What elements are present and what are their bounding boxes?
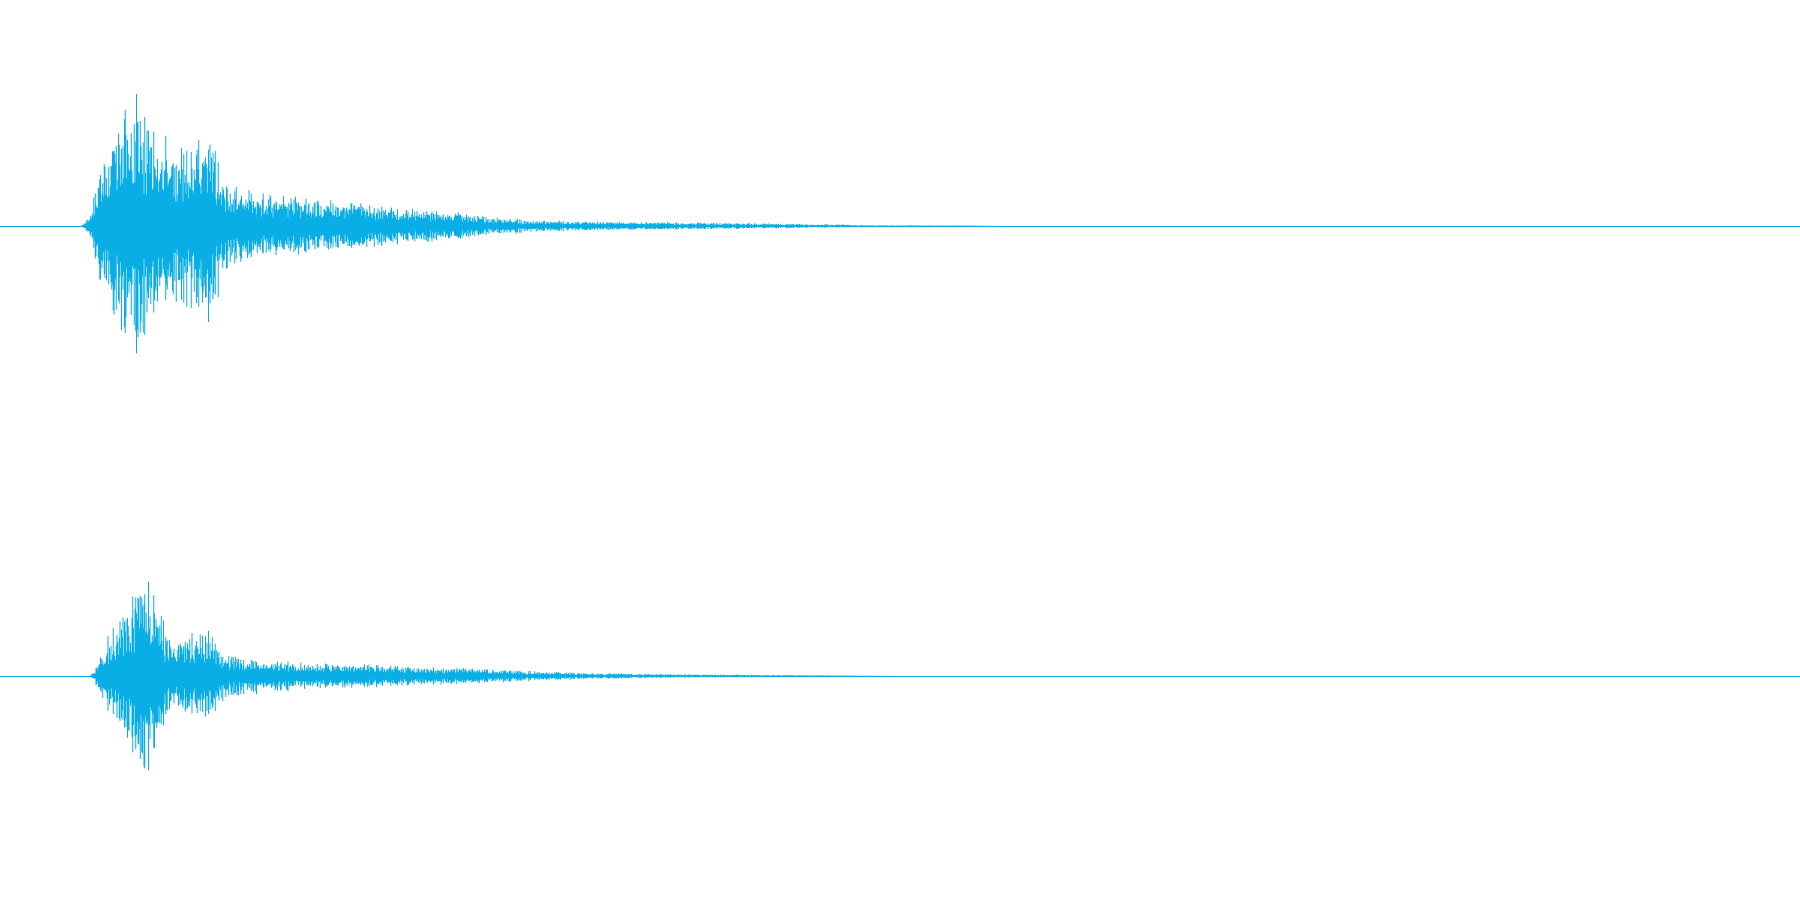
channel-1-track: [0, 94, 1800, 354]
channel-1-waveform: [81, 94, 999, 354]
channel-2-track: [0, 581, 1800, 770]
channel-2-waveform: [90, 581, 891, 770]
